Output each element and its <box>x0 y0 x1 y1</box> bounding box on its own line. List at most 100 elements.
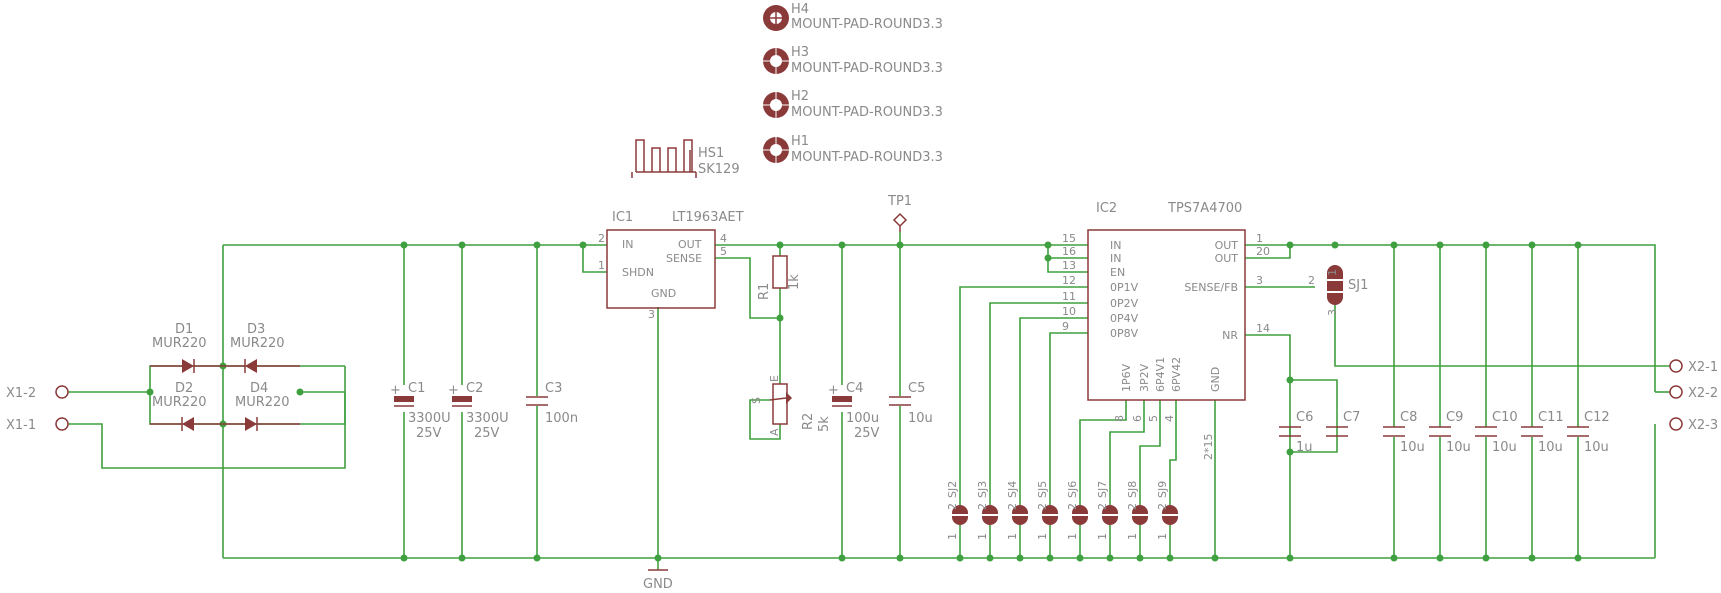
ic2-pin-num: 2*15 <box>1202 434 1215 461</box>
cap-c7: C7 <box>1326 410 1360 437</box>
r2-pin-s: S <box>750 397 763 404</box>
ic1-pin-sense: SENSE <box>666 252 702 265</box>
c2-value: 3300U <box>466 411 509 426</box>
c5-value: 10u <box>908 411 933 426</box>
ic2-pin-0p8v: 0P8V <box>1110 327 1139 340</box>
sj7-ref: SJ7 <box>1096 481 1109 498</box>
h2-value: MOUNT-PAD-ROUND3.3 <box>791 105 943 120</box>
connectors: X1-2 X1-1 X2-1 X2-2 X2-3 <box>6 359 1718 433</box>
h1-value: MOUNT-PAD-ROUND3.3 <box>791 150 943 165</box>
r2-pin-e: E <box>768 375 781 382</box>
c7-ref: C7 <box>1343 410 1360 425</box>
r2-ref: R2 <box>801 413 816 430</box>
cap-c12: C12 10u <box>1567 410 1610 455</box>
ic1-part: LT1963AET <box>672 210 744 225</box>
sj-pin1: 1 <box>1156 533 1169 540</box>
c6-ref: C6 <box>1296 410 1313 425</box>
sj-pin1: 1 <box>946 533 959 540</box>
ic2-part: TPS7A4700 <box>1167 201 1242 216</box>
hs1-ref: HS1 <box>698 146 724 161</box>
ic2-pin-num: 10 <box>1062 305 1076 318</box>
ic1-pin-gnd: GND <box>651 287 676 300</box>
ic2-pin-num: 4 <box>1163 415 1176 422</box>
gnd-symbol: GND <box>643 569 673 592</box>
c2-ref: C2 <box>466 381 483 396</box>
c2-voltage: 25V <box>474 426 500 441</box>
h3-value: MOUNT-PAD-ROUND3.3 <box>791 61 943 76</box>
ic2-pin-num: 14 <box>1256 322 1270 335</box>
solder-jumper-sj3: SJ3 2 1 <box>976 481 998 540</box>
r1-ref: R1 <box>757 283 772 300</box>
svg-text:+: + <box>448 383 459 398</box>
sj3-ref: SJ3 <box>976 481 989 498</box>
x2-1-label: X2-1 <box>1688 360 1718 375</box>
sj-pin1: 1 <box>976 533 989 540</box>
cap-c5: C5 10u <box>889 381 933 426</box>
c12-ref: C12 <box>1584 410 1610 425</box>
c12-value: 10u <box>1584 440 1609 455</box>
wires <box>68 232 1670 570</box>
cap-c2: + C2 3300U 25V <box>448 381 509 441</box>
sj-pin2: 2 <box>976 503 989 510</box>
cap-c4: + C4 100u 25V <box>828 381 880 441</box>
ic2-pin-num: 20 <box>1256 245 1270 258</box>
ic2-pin-num: 5 <box>1147 415 1160 422</box>
sj-pin1: 1 <box>1066 533 1079 540</box>
d3-value: MUR220 <box>230 336 285 351</box>
ic2-pin-gnd: GND <box>1209 367 1222 392</box>
resistor-r1: R1 1k <box>757 255 802 300</box>
sj-pin2: 2 <box>946 503 959 510</box>
sj2-ref: SJ2 <box>946 481 959 498</box>
d2-value: MUR220 <box>152 395 207 410</box>
sj-pin2: 2 <box>1036 503 1049 510</box>
sj-pin1: 1 <box>1036 533 1049 540</box>
sj-pin2: 2 <box>1156 503 1169 510</box>
sj4-ref: SJ4 <box>1006 481 1019 498</box>
d4-value: MUR220 <box>235 395 290 410</box>
c3-value: 100n <box>545 411 578 426</box>
ic1-num-sense: 5 <box>720 245 727 258</box>
ic2-pin-nr: NR <box>1222 329 1238 342</box>
potentiometer-r2: R2 5k S E A <box>750 375 832 436</box>
ic2-pin-num: 9 <box>1062 320 1069 333</box>
d3-ref: D3 <box>247 322 265 337</box>
ic2-pin-num: 3 <box>1256 274 1263 287</box>
sj-pin2: 2 <box>1066 503 1079 510</box>
c1-voltage: 25V <box>416 426 442 441</box>
ic2-tps7a4700: IC2 TPS7A4700 IN15IN16EN130P1V120P2V110P… <box>1062 201 1270 460</box>
sj-pin1: 1 <box>1096 533 1109 540</box>
c10-ref: C10 <box>1492 410 1518 425</box>
ic1-ref: IC1 <box>612 210 633 225</box>
d1-value: MUR220 <box>152 336 207 351</box>
d1-ref: D1 <box>175 322 193 337</box>
sj1-ref: SJ1 <box>1348 278 1368 293</box>
solder-jumper-sj1: SJ1 1 2 3 <box>1308 265 1368 316</box>
r2-pin-a: A <box>768 428 781 436</box>
ic1-pin-out: OUT <box>678 238 702 251</box>
diode-d4: D4 MUR220 <box>223 381 300 431</box>
sj-pin2: 2 <box>1126 503 1139 510</box>
ic1-num-gnd: 3 <box>648 308 655 321</box>
tp1-label: TP1 <box>887 194 912 209</box>
diode-d1: D1 MUR220 <box>150 322 223 373</box>
solder-jumper-sj9: SJ9 2 1 <box>1156 481 1178 540</box>
sj-pin2: 2 <box>1006 503 1019 510</box>
h3-ref: H3 <box>791 45 809 60</box>
sj9-ref: SJ9 <box>1156 481 1169 498</box>
ic2-pin-num: 13 <box>1062 259 1076 272</box>
input-caps: + C1 3300U 25V + C2 3300U 25V C3 100n <box>390 381 578 441</box>
ic2-pin-6pv42: 6PV42 <box>1170 357 1183 392</box>
sj1-pin2: 2 <box>1308 274 1315 287</box>
ic2-pin-0p1v: 0P1V <box>1110 281 1139 294</box>
